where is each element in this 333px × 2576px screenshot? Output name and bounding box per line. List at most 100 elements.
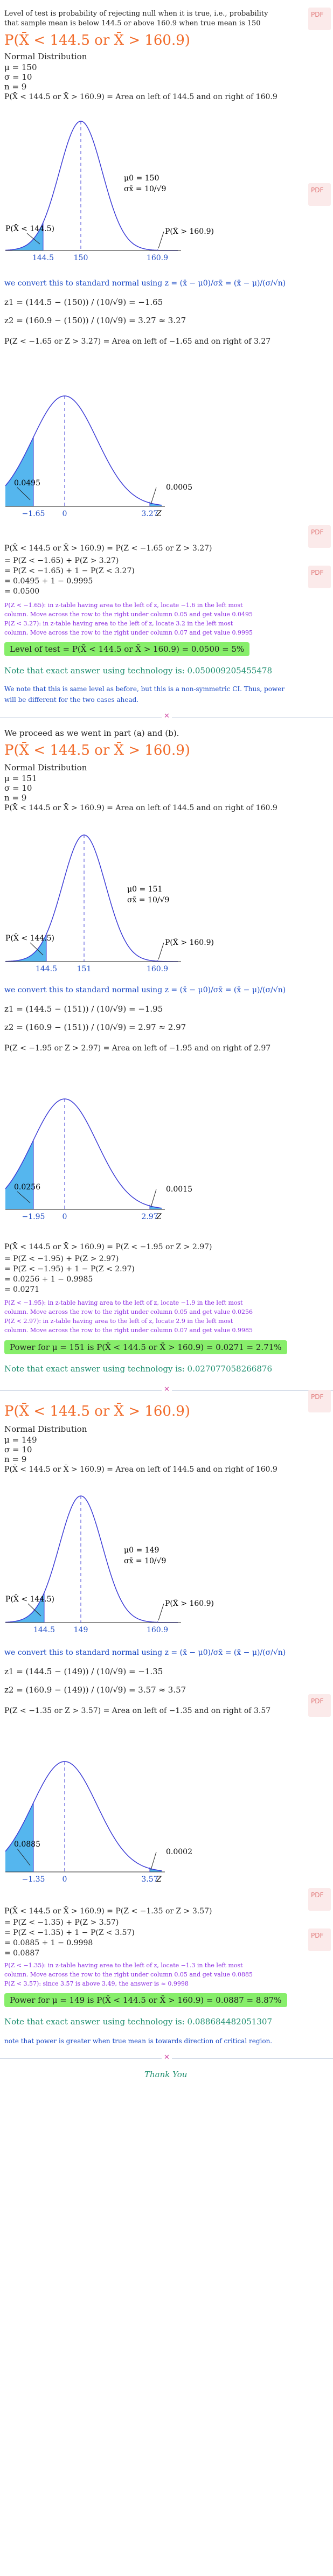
left-arrow — [27, 1603, 41, 1617]
divider-symbol: ✕ — [162, 712, 172, 720]
left-arrow — [26, 233, 40, 245]
calc-b-2: = P(Z < −1.95) + 1 − P(Z < 2.97) — [4, 1265, 135, 1273]
right-arrow — [150, 1851, 157, 1870]
pdf-icon: PDF — [308, 1928, 331, 1951]
intro-line-1: Level of test is probability of rejectin… — [4, 10, 268, 18]
note-c-0: P(Z < −1.35): in z-table having area to … — [4, 1962, 243, 1969]
note-a-1: column. Move across the row to the right… — [4, 611, 253, 618]
left-tail-shade — [5, 934, 46, 962]
dist-title-b: Normal Distribution — [4, 763, 87, 772]
left-arrow — [17, 487, 31, 500]
bell-curve — [5, 834, 178, 962]
intro-b: We proceed as we went in part (a) and (b… — [4, 728, 179, 738]
right-tick: 160.9 — [147, 254, 168, 262]
note-b-3: column. Move across the row to the right… — [4, 1327, 253, 1334]
left-arrow — [17, 1191, 31, 1203]
left-tick: −1.35 — [22, 1875, 45, 1884]
calc-a-1: = P(Z < −1.65) + P(Z > 3.27) — [4, 556, 119, 565]
sigma-c: σ = 10 — [4, 1445, 32, 1454]
convert-b: we convert this to standard normal using… — [4, 986, 286, 994]
z2-b: z2 = (160.9 − (151)) / (10/√9) = 2.97 ≈ … — [4, 1022, 186, 1032]
left-tick: −1.65 — [22, 510, 45, 518]
area-stmt-a: P(X̄ < 144.5 or X̄ > 160.9) = Area on le… — [4, 93, 278, 101]
sigma-b: σ = 10 — [4, 783, 32, 793]
heading-b: P(X̄ < 144.5 or X̄ > 160.9) — [4, 742, 190, 758]
center-tick: 149 — [74, 1626, 88, 1634]
sd-label: σx̄ = 10/√9 — [127, 896, 169, 904]
note-a-0: P(Z < −1.65): in z-table having area to … — [4, 602, 243, 609]
left-tick: 144.5 — [32, 254, 54, 262]
sd-label: σx̄ = 10/√9 — [124, 185, 166, 193]
center-tick: 0 — [63, 510, 67, 518]
z1-b: z1 = (144.5 − (151)) / (10/√9) = −1.95 — [4, 1004, 163, 1014]
pdf-icon: PDF — [308, 1390, 331, 1412]
tech-note-a: Note that exact answer using technology … — [4, 666, 272, 676]
center-tick: 151 — [77, 965, 92, 973]
bell-curve — [5, 395, 162, 506]
note-c-1: column. Move across the row to the right… — [4, 1971, 253, 1978]
right-arrow — [158, 231, 164, 249]
result-c: Power for μ = 149 is P(X̄ < 144.5 or X̄ … — [4, 1993, 287, 2007]
thank-you: Thank You — [144, 2070, 188, 2079]
pdf-icon: PDF — [308, 566, 331, 588]
divider-symbol: ✕ — [162, 2053, 172, 2062]
right-area-label: 0.0005 — [166, 483, 192, 492]
center-tick: 0 — [63, 1213, 67, 1221]
calc-a-0: P(X̄ < 144.5 or X̄ > 160.9) = P(Z < −1.6… — [4, 544, 212, 553]
divider-symbol: ✕ — [162, 1386, 172, 1394]
asym-note-1: We note that this is same level as befor… — [4, 685, 285, 693]
note-b-0: P(Z < −1.95): in z-table having area to … — [4, 1299, 243, 1306]
calc-b-4: = 0.0271 — [4, 1285, 40, 1294]
z-curve-c: 0.0885 0.0002 −1.35 0 3.57 Z — [5, 1761, 192, 1884]
left-label: P(X̄ < 144.5) — [5, 224, 54, 233]
left-tail-shade — [5, 437, 33, 506]
note-b-2: P(Z < 2.97): in z-table having area to t… — [4, 1318, 233, 1325]
right-tick: 3.57 — [141, 1875, 158, 1884]
tech-note-b: Note that exact answer using technology … — [4, 1364, 272, 1374]
heading-c: P(X̄ < 144.5 or X̄ > 160.9) — [4, 1403, 190, 1419]
mu-label: μ0 = 151 — [127, 885, 162, 894]
bell-curve — [5, 1761, 162, 1871]
right-tick: 3.27 — [141, 510, 158, 518]
left-tail-shade — [5, 1140, 33, 1209]
left-label: P(X̄ < 144.5) — [5, 1594, 54, 1604]
normal-curve-b: μ0 = 151 σx̄ = 10/√9 P(X̄ < 144.5) P(X̄ … — [5, 834, 214, 973]
pdf-icon: PDF — [308, 525, 331, 548]
result-b: Power for μ = 151 is P(X̄ < 144.5 or X̄ … — [4, 1340, 287, 1354]
pdf-icon: PDF — [308, 8, 331, 30]
center-tick: 150 — [74, 254, 88, 262]
calc-c-0: P(X̄ < 144.5 or X̄ > 160.9) = P(Z < −1.3… — [4, 1907, 212, 1916]
tech-note-c: Note that exact answer using technology … — [4, 2017, 272, 2027]
mu-c: μ = 149 — [4, 1435, 37, 1445]
right-tick: 160.9 — [147, 1626, 168, 1634]
z-curve-b: 0.0256 0.0015 −1.95 0 2.97 Z — [5, 1098, 192, 1221]
right-label: P(X̄ > 160.9) — [165, 1598, 214, 1608]
right-label: P(X̄ > 160.9) — [165, 937, 214, 947]
left-area-label: 0.0885 — [14, 1840, 40, 1849]
left-label: P(X̄ < 144.5) — [5, 933, 54, 943]
heading-a: P(X̄ < 144.5 or X̄ > 160.9) — [4, 32, 190, 48]
pdf-icon: PDF — [308, 183, 331, 206]
z1-a: z1 = (144.5 − (150)) / (10/√9) = −1.65 — [4, 297, 163, 307]
left-arrow — [30, 942, 44, 956]
mu-label: μ0 = 150 — [124, 174, 159, 183]
sigma-a: σ = 10 — [4, 72, 32, 82]
calc-b-3: = 0.0256 + 1 − 0.9985 — [4, 1275, 93, 1284]
note-a-3: column. Move across the row to the right… — [4, 629, 253, 636]
mu-a: μ = 150 — [4, 62, 37, 72]
area-stmt-c: P(X̄ < 144.5 or X̄ > 160.9) = Area on le… — [4, 1465, 278, 1474]
dist-title-a: Normal Distribution — [4, 52, 87, 61]
n-c: n = 9 — [4, 1454, 27, 1464]
z-curve-a: 0.0495 0.0005 −1.65 0 3.27 Z — [5, 395, 192, 518]
z-area-c: P(Z < −1.35 or Z > 3.57) = Area on left … — [4, 1707, 271, 1715]
left-tick: 144.5 — [33, 1626, 55, 1634]
left-area-label: 0.0256 — [14, 1183, 40, 1192]
right-arrow — [158, 942, 164, 960]
sd-label: σx̄ = 10/√9 — [124, 1557, 166, 1565]
area-stmt-b: P(X̄ < 144.5 or X̄ > 160.9) = Area on le… — [4, 804, 278, 812]
right-arrow — [150, 1189, 157, 1208]
left-tick: −1.95 — [22, 1213, 45, 1221]
left-tail-shade — [5, 222, 43, 250]
convert-a: we convert this to standard normal using… — [4, 279, 286, 288]
z1-c: z1 = (144.5 − (149)) / (10/√9) = −1.35 — [4, 1667, 163, 1676]
